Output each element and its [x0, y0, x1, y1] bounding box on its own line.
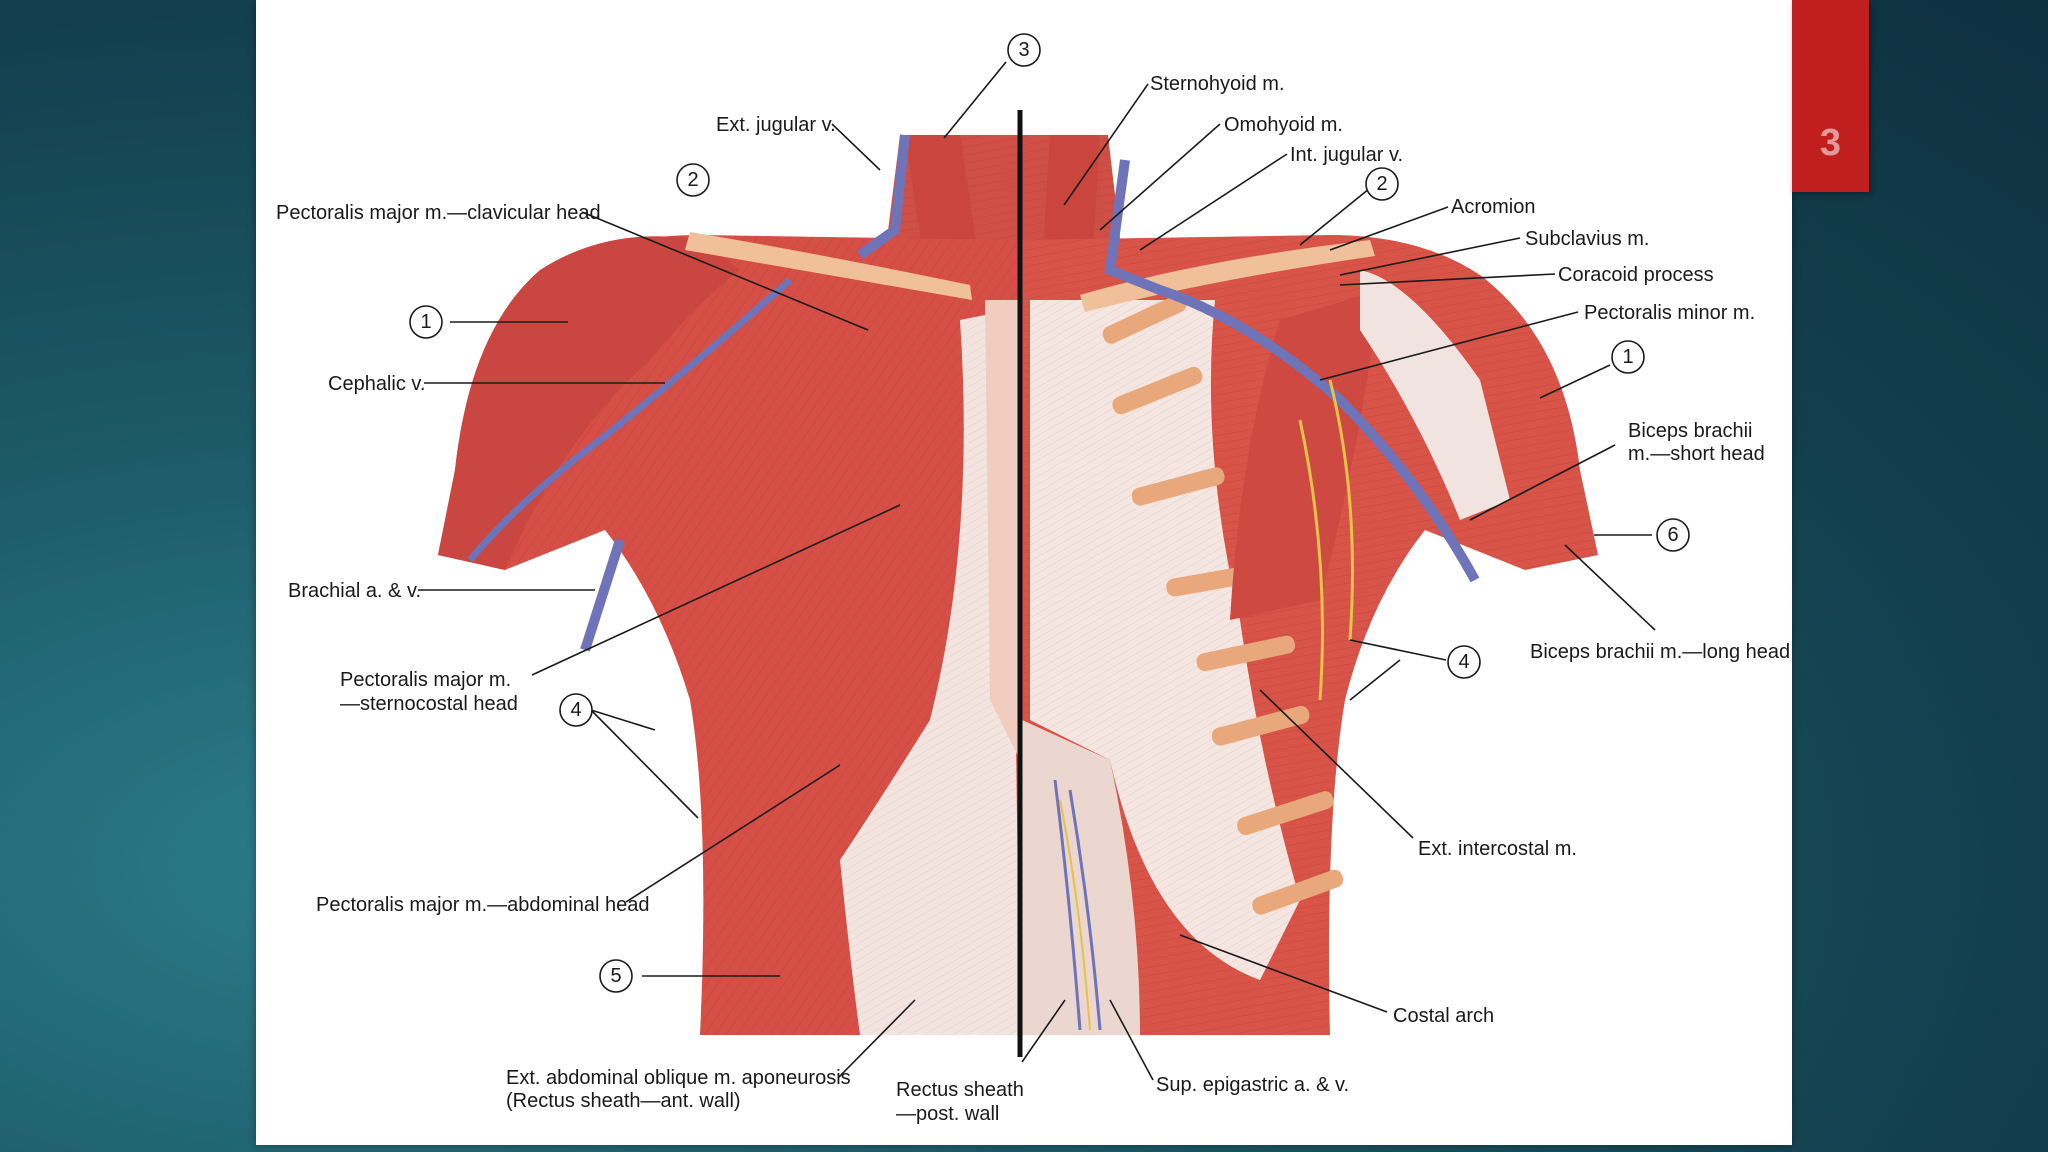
biceps-tendon: [1360, 270, 1510, 520]
epigastric-nerves: [1059, 799, 1091, 1031]
callout-4-left: 4: [570, 699, 581, 721]
label-rectus-sheath-1: Rectus sheath: [896, 1079, 1024, 1101]
label-pectoralis-sternocostal-2: —sternocostal head: [340, 693, 518, 715]
costal-cartilages: [1102, 294, 1344, 915]
callout-circles: [409, 33, 1690, 993]
callout-6: 6: [1667, 524, 1678, 546]
epigastric-vessels: [1053, 779, 1102, 1031]
label-ext-jugular-v: Ext. jugular v.: [716, 114, 836, 136]
label-rectus-sheath-2: —post. wall: [896, 1103, 999, 1125]
rectus-posterior-wall: [1022, 720, 1140, 1035]
callout-1-right: 1: [1622, 346, 1633, 368]
callout-3: 3: [1018, 39, 1029, 61]
ext-jugular-vein: [857, 134, 910, 260]
label-biceps-short-1: Biceps brachii: [1628, 420, 1753, 442]
label-pectoralis-sternocostal-1: Pectoralis major m.: [340, 669, 511, 691]
left-brachial-vessels: [580, 538, 625, 652]
sternal-strip: [985, 300, 1020, 760]
slide-number: 3: [1819, 122, 1842, 164]
nerves: [1298, 379, 1354, 701]
label-cephalic-v: Cephalic v.: [328, 373, 425, 395]
label-coracoid: Coracoid process: [1558, 264, 1714, 286]
slide-number-tab: 3: [1792, 0, 1869, 192]
label-pectoralis-minor: Pectoralis minor m.: [1584, 302, 1755, 324]
torso-illustration: [438, 110, 1598, 1057]
label-pectoralis-abdominal: Pectoralis major m.—abdominal head: [316, 894, 650, 916]
label-ext-oblique-1: Ext. abdominal oblique m. aponeurosis: [506, 1067, 851, 1089]
int-jugular-vein: [1104, 159, 1480, 583]
label-sup-epigastric: Sup. epigastric a. & v.: [1156, 1074, 1349, 1096]
text-labels: Ext. jugular v. Pectoralis major m.—clav…: [276, 73, 1790, 1125]
label-biceps-long: Biceps brachii m.—long head: [1530, 641, 1790, 663]
callout-5: 5: [610, 965, 621, 987]
callout-4-right: 4: [1458, 651, 1469, 673]
label-int-jugular: Int. jugular v.: [1290, 144, 1403, 166]
label-sternohyoid: Sternohyoid m.: [1150, 73, 1285, 95]
pectoralis-minor: [1230, 290, 1380, 620]
label-pectoralis-clavicular: Pectoralis major m.—clavicular head: [276, 202, 601, 224]
callout-2-right: 2: [1376, 173, 1387, 195]
label-subclavius: Subclavius m.: [1525, 228, 1650, 250]
left-clavicle: [685, 232, 972, 300]
label-brachial-av: Brachial a. & v.: [288, 580, 421, 602]
left-aponeurosis-fibers: [840, 310, 1020, 1035]
left-deltoid: [438, 236, 740, 570]
rib-cage-fibers: [1030, 300, 1300, 980]
label-ext-oblique-2: (Rectus sheath—ant. wall): [506, 1090, 741, 1112]
label-biceps-short-2: m.—short head: [1628, 443, 1765, 465]
label-costal-arch: Costal arch: [1393, 1005, 1494, 1027]
cephalic-vein: [467, 277, 793, 563]
callout-1-left: 1: [420, 311, 431, 333]
label-ext-intercostal: Ext. intercostal m.: [1418, 838, 1577, 860]
label-acromion: Acromion: [1451, 196, 1535, 218]
callout-2-left: 2: [687, 169, 698, 191]
label-omohyoid: Omohyoid m.: [1224, 114, 1343, 136]
leader-lines: [418, 61, 1656, 1081]
right-clavicle: [1080, 240, 1375, 312]
